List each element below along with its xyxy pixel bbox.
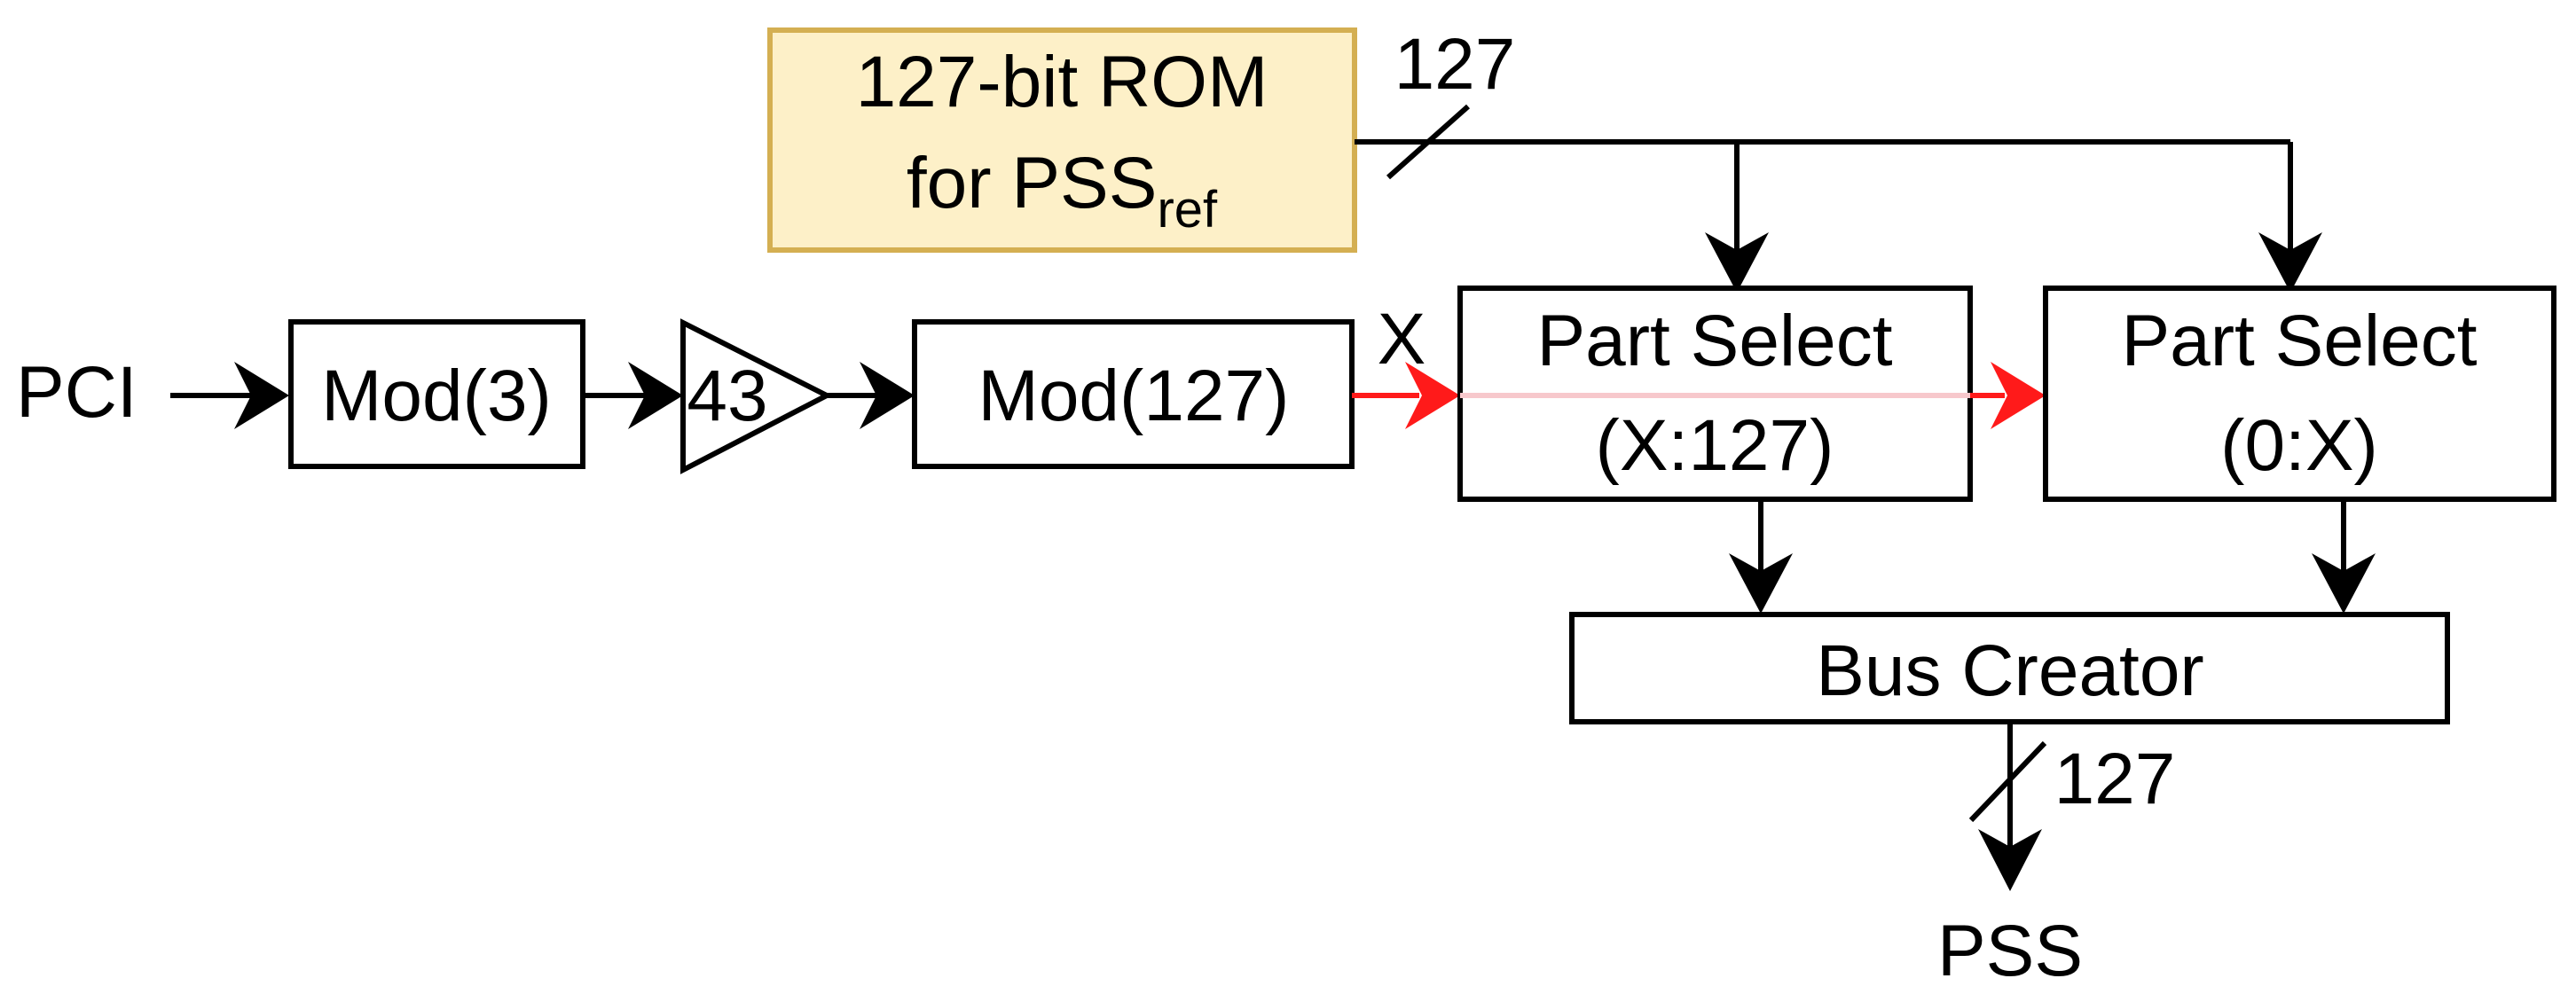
gain-block: 43 bbox=[680, 318, 833, 474]
output-bus-slash bbox=[1968, 740, 2047, 823]
mod127-block: Mod(127) bbox=[912, 319, 1355, 469]
mod127-block-label: Mod(127) bbox=[978, 356, 1290, 436]
rom-output-bus bbox=[1355, 139, 2322, 293]
input-label-pci: PCI bbox=[16, 352, 137, 433]
arrow-x-to-part-select-2 bbox=[1970, 362, 2046, 429]
arrow-mod3-to-gain bbox=[583, 362, 683, 429]
rom-bus-width-label: 127 bbox=[1394, 24, 1516, 105]
arrow-gain-to-mod127 bbox=[827, 362, 915, 429]
part-select-2-line2: (0:X) bbox=[2220, 405, 2378, 486]
rom-block-line1: 127-bit ROM bbox=[856, 42, 1268, 122]
bus-creator-label: Bus Creator bbox=[1816, 630, 2204, 711]
output-bus-width-label: 127 bbox=[2054, 739, 2176, 819]
output-label-pss: PSS bbox=[1937, 911, 2083, 991]
bus-creator-block: Bus Creator bbox=[1569, 612, 2450, 724]
output-bus-arrow bbox=[1978, 722, 2042, 891]
mod3-block: Mod(3) bbox=[288, 319, 585, 469]
mod3-block-label: Mod(3) bbox=[321, 356, 552, 436]
part-select-2-block: Part Select (0:X) bbox=[2043, 286, 2556, 502]
part-select-1-line2: (X:127) bbox=[1596, 405, 1834, 486]
gain-block-label: 43 bbox=[687, 356, 767, 436]
arrow-x-to-part-select-1 bbox=[1352, 362, 1460, 429]
part-select-1-line1: Part Select bbox=[1536, 301, 1892, 381]
arrow-ps1-to-bus-creator bbox=[1729, 499, 1793, 614]
rom-bus-slash bbox=[1386, 104, 1470, 180]
rom-block-line2: for PSSref bbox=[907, 143, 1218, 239]
arrow-ps2-to-bus-creator bbox=[2312, 499, 2376, 614]
part-select-2-line1: Part Select bbox=[2121, 301, 2477, 381]
rom-block: 127-bit ROM for PSSref bbox=[767, 27, 1357, 253]
rom-block-line2-subscript: ref bbox=[1157, 181, 1218, 239]
arrow-pci-to-mod3 bbox=[170, 362, 289, 429]
x-signal-label: X bbox=[1378, 299, 1426, 380]
rom-block-line2-prefix: for PSS bbox=[907, 143, 1158, 223]
